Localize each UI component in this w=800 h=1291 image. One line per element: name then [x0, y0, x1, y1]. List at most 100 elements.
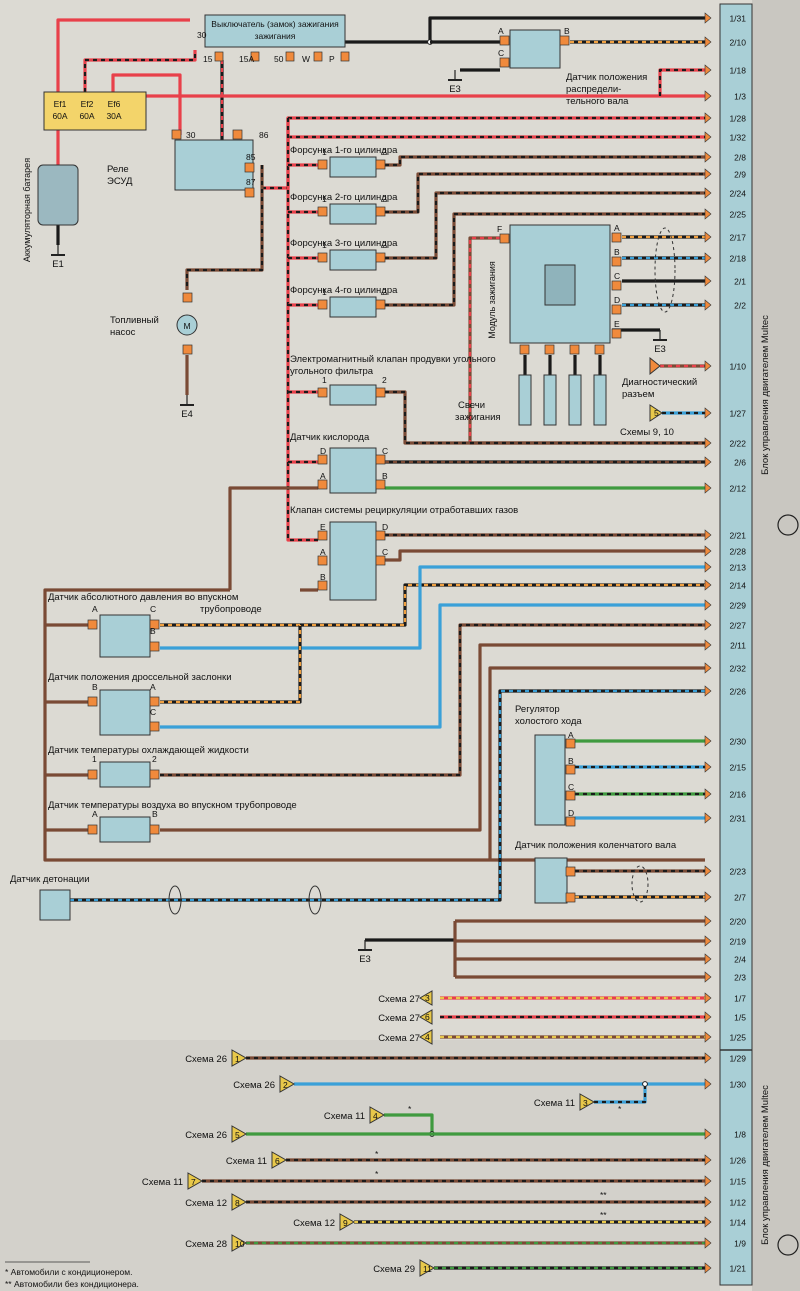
connector-pin	[317, 530, 328, 541]
knock-signal-wire	[70, 689, 705, 902]
shield-ellipse	[168, 885, 182, 915]
battery-icon	[37, 164, 79, 226]
ecu-pin-label: 2/27	[729, 621, 746, 631]
switch-pin: 30	[197, 30, 207, 40]
transistor-icon	[777, 1234, 799, 1256]
ecu-pin-label: 2/19	[729, 937, 746, 947]
ref-3-wire-stripe	[594, 1084, 647, 1104]
connector-pin	[317, 159, 328, 170]
ecu-pin-label: 1/26	[729, 1156, 746, 1166]
connector-pin	[375, 530, 386, 541]
ecu-pin-label: 1/28	[729, 114, 746, 124]
connector-pin	[149, 619, 160, 630]
pin-letter: E	[614, 319, 620, 329]
pin-letter: A	[320, 547, 326, 557]
ecu-pin-label: 2/16	[729, 790, 746, 800]
ecu-pin-label: 1/5	[734, 1013, 746, 1023]
ground-label: E3	[359, 954, 371, 965]
canister-valve-box	[329, 384, 377, 406]
scheme-ref-label: Схема 26	[185, 1130, 227, 1141]
relay-pin: 85	[246, 152, 256, 162]
relay-pin: 86	[259, 130, 269, 140]
ecu-pin-arrow	[704, 1128, 712, 1140]
scheme-ref-triangle	[419, 1029, 433, 1045]
ecu-title-upper: Блок управления двигателем Multec	[760, 315, 771, 475]
connector-pin	[317, 580, 328, 591]
air-temp-label: Датчик температуры воздуха во впускном т…	[48, 800, 297, 811]
camshaft-label2: распредели-	[566, 84, 621, 95]
connector-pin	[244, 162, 255, 173]
ecu-pin-label: 1/8	[734, 1130, 746, 1140]
injector_3-signal-wire-stripe	[385, 191, 705, 260]
ecu-title-lower: Блок управления двигателем Multec	[760, 1085, 771, 1245]
connector-pin	[375, 555, 386, 566]
ecu-pin-arrow	[704, 761, 712, 773]
connector-pin	[182, 344, 193, 355]
wires-layer	[43, 16, 705, 1270]
scheme-ref-label: Схема 29	[373, 1264, 415, 1275]
injector_1-signal-wire	[385, 155, 705, 167]
connector-pin	[375, 454, 386, 465]
ground-label: E3	[654, 344, 666, 355]
ecu-pin-arrow	[704, 812, 712, 824]
connector-pin	[611, 280, 622, 291]
ecu-pin-arrow	[704, 1052, 712, 1064]
ecu-pin-arrow	[704, 1237, 712, 1249]
ecu-pin-arrow	[704, 992, 712, 1004]
scheme-ref-label: Схема 11	[534, 1098, 575, 1109]
fuel-pump-m: M	[183, 321, 190, 331]
ecu-pin-label: 1/30	[729, 1080, 746, 1090]
ecu-pin-arrow	[704, 662, 712, 674]
ecu-pin-arrow	[704, 1011, 712, 1023]
ecu-pin-label: 2/8	[734, 153, 746, 163]
scheme-ref-label: Схема 27	[378, 1013, 420, 1024]
scheme-ref-num: 4	[425, 1032, 430, 1042]
connector-pin	[499, 35, 510, 46]
scheme-ref-num: 9	[343, 1218, 348, 1228]
connector-pin	[565, 738, 576, 749]
map-sensor-box	[99, 614, 151, 658]
injector_1-label: Форсунка 1-го цилиндра	[290, 145, 398, 156]
ecu-pin-label: 2/20	[729, 917, 746, 927]
knock-label: Датчик детонации	[10, 874, 90, 885]
connector-pin	[285, 51, 295, 62]
ecu-pin-arrow	[704, 545, 712, 557]
ecu-pin-label: 2/28	[729, 547, 746, 557]
connector-pin	[87, 824, 98, 835]
diagnostic-ref-label: Схемы 9, 10	[620, 427, 674, 438]
ecu-pin-label: 2/14	[729, 581, 746, 591]
ecu-pin-arrow	[704, 437, 712, 449]
ignition-coil-icon	[544, 264, 576, 306]
ecu-pin-label: 2/11	[730, 641, 746, 651]
spark-plug-icon	[543, 374, 557, 426]
connector-pin	[232, 129, 243, 140]
ecu-pin-label: 2/12	[729, 484, 746, 494]
coolant-label: Датчик температуры охлаждающей жидкости	[48, 745, 249, 756]
scheme-ref-num: 6	[275, 1156, 280, 1166]
connector-pin	[565, 892, 576, 903]
ignition-module-label: Модуль зажигания	[487, 261, 497, 339]
ecu-pin-arrow	[704, 788, 712, 800]
scheme-ref-label: Схема 11	[142, 1177, 183, 1188]
scheme-ref-num: 11	[423, 1264, 432, 1274]
ecu-pin-label: 2/18	[729, 254, 746, 264]
connector-pin	[317, 479, 328, 490]
pin-number: 1	[322, 240, 327, 250]
relay-pin: 30	[186, 130, 196, 140]
scheme-ref-num: 3	[425, 993, 430, 1003]
fuse-ef6-wire	[111, 73, 182, 135]
ecu-pin-arrow	[704, 151, 712, 163]
ecu-pin-arrow	[704, 1154, 712, 1166]
ecu-pin-arrow	[704, 208, 712, 220]
ecu-pin-label: 1/10	[729, 362, 746, 372]
footnote-2: ** Автомобили без кондиционера.	[5, 1279, 139, 1289]
ecu-pin-arrow	[704, 299, 712, 311]
connector-pin	[313, 51, 323, 62]
injector_2-signal-wire-stripe	[385, 172, 705, 214]
pin-letter: C	[150, 604, 156, 614]
sensor-bus-ecu	[488, 666, 705, 860]
camshaft-label: Датчик положения	[566, 72, 647, 83]
injector_4-box	[329, 296, 377, 318]
scheme-ref-triangle	[339, 1213, 356, 1231]
